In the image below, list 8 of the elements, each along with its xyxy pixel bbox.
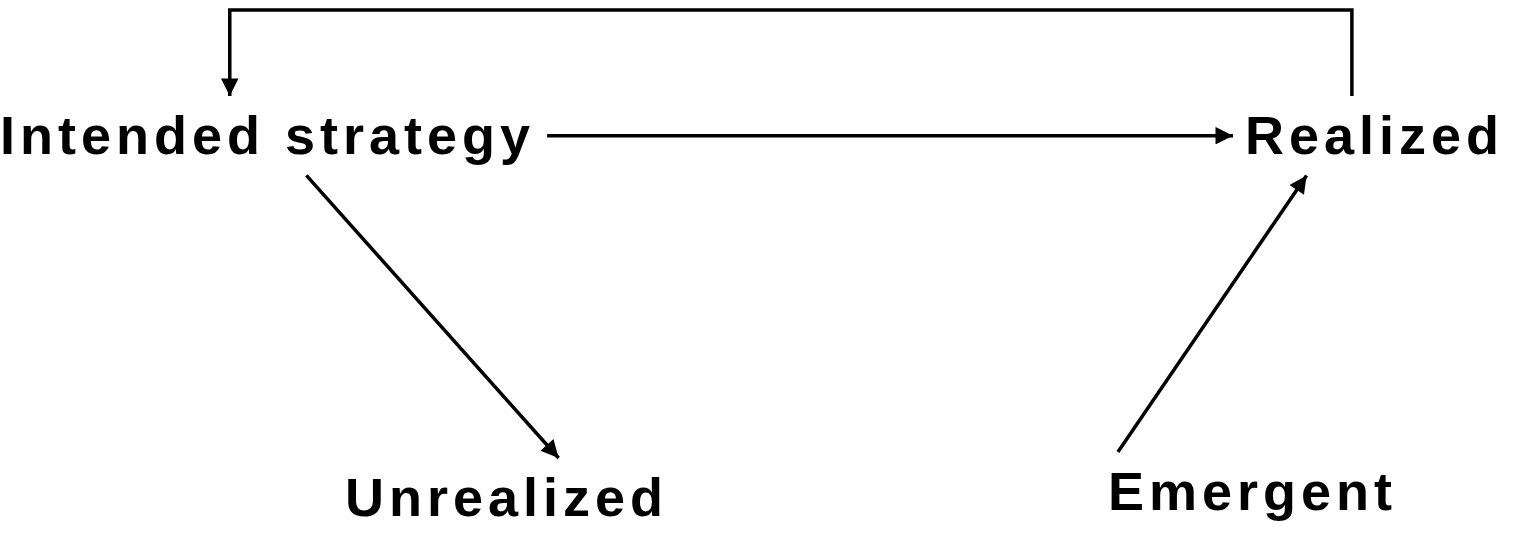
node-label: Emergent [1108, 462, 1398, 522]
arrow [221, 8, 1354, 96]
arrow [305, 174, 560, 460]
arrow [547, 126, 1233, 145]
node-label: Unrealized [345, 468, 669, 528]
node-label: Intended strategy [0, 106, 536, 166]
node-label: Realized [1245, 106, 1505, 166]
arrow [1116, 174, 1309, 453]
